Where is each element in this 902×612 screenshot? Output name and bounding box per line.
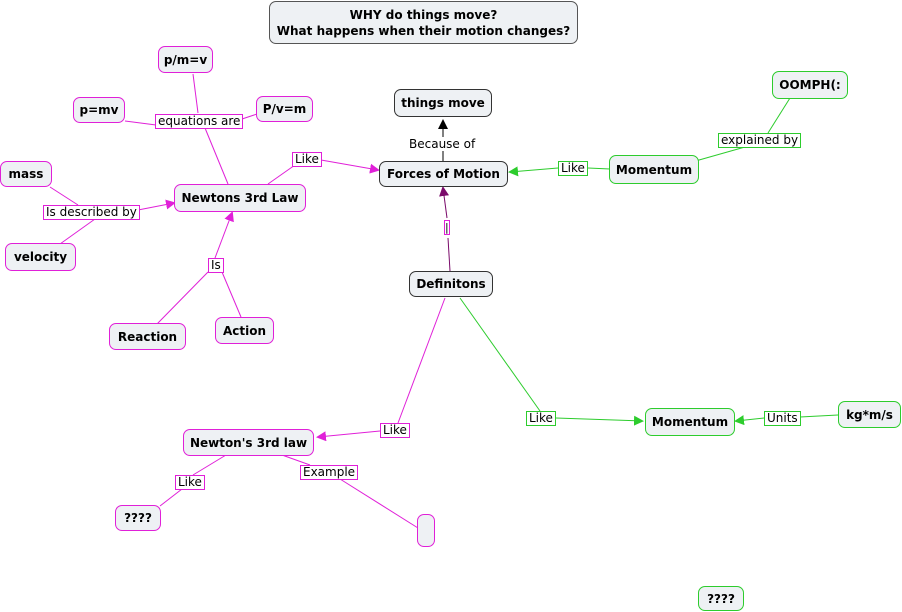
node-P-v-m[interactable]: P/v=m	[256, 96, 313, 122]
focus-question[interactable]: WHY do things move? What happens when th…	[269, 1, 578, 44]
node-qmarks-bottom[interactable]: ????	[698, 586, 744, 611]
connector-explained-momentum	[691, 146, 746, 163]
connector-example-empty	[339, 478, 419, 529]
node-kg-m-s[interactable]: kg*m/s	[838, 401, 901, 428]
node-p-mv[interactable]: p=mv	[73, 97, 125, 123]
link-equations-are[interactable]: equations are	[155, 114, 244, 129]
connector-like-newtonlaw	[316, 430, 381, 442]
connector-kgms-units	[799, 414, 839, 418]
node-momentum-bottom[interactable]: Momentum	[645, 408, 735, 436]
link-like-newton-forces[interactable]: Like	[292, 152, 322, 167]
node-oomph[interactable]: OOMPH(:	[772, 71, 848, 99]
connector-is-newton	[214, 211, 234, 259]
node-empty[interactable]	[417, 514, 435, 547]
node-qmarks-left[interactable]: ????	[115, 505, 161, 531]
focus-question-line1: WHY do things move?	[349, 7, 498, 22]
link-like-momentum-forces[interactable]: Like	[558, 161, 588, 176]
focus-question-line2: What happens when their motion changes?	[276, 23, 571, 38]
node-reaction[interactable]: Reaction	[109, 323, 186, 350]
link-is[interactable]: Is	[208, 258, 224, 273]
link-like-qmarks[interactable]: Like	[175, 475, 205, 490]
link-example[interactable]: Example	[300, 465, 359, 480]
connector-like-forces	[508, 166, 559, 177]
connector-newtonlaw-like	[192, 454, 227, 476]
connector-action-is	[221, 271, 242, 318]
link-units[interactable]: Units	[764, 411, 801, 426]
node-action[interactable]: Action	[215, 317, 274, 344]
node-forces-of-motion[interactable]: Forces of Motion	[379, 161, 508, 187]
connector-equations-newton	[204, 127, 229, 185]
node-newtons-3rd-law-top[interactable]: Newtons 3rd Law	[174, 184, 306, 212]
link-like-definitons-newton[interactable]: Like	[380, 423, 410, 438]
node-newtons-3rd-law-bottom[interactable]: Newton's 3rd law	[183, 429, 314, 456]
connector-like-forces-mag	[320, 159, 380, 174]
connector-reaction-is	[156, 271, 209, 325]
node-mass[interactable]: mass	[0, 161, 52, 187]
connector-pmv-equations	[192, 73, 199, 114]
connector-mass-described	[49, 186, 79, 206]
connector-definitons-like-green	[459, 297, 541, 412]
connector-pipe-forces	[439, 186, 450, 219]
connector-described-newton	[137, 199, 176, 211]
link-pipe[interactable]: |	[444, 220, 450, 235]
connector-definitons-like	[397, 297, 446, 424]
connector-velocity-described	[59, 218, 96, 245]
connector-momentum-like	[587, 167, 611, 170]
link-because-of[interactable]: Because of	[407, 137, 478, 151]
connector-oomph-explained	[767, 97, 791, 134]
node-velocity[interactable]: velocity	[5, 243, 76, 271]
node-things-move[interactable]: things move	[394, 89, 492, 117]
connector-definitons-pipe	[447, 237, 451, 272]
node-p-m-v[interactable]: p/m=v	[158, 46, 213, 73]
link-is-described-by[interactable]: Is described by	[43, 205, 140, 220]
node-definitons[interactable]: Definitons	[409, 271, 493, 297]
connector-pmv2-equations	[124, 120, 157, 126]
link-explained-by[interactable]: explained by	[718, 133, 802, 148]
connector-like-qmarks	[159, 488, 183, 507]
link-like-definitons-momentum[interactable]: Like	[526, 411, 556, 426]
connector-like-momentum-green	[555, 415, 644, 426]
node-momentum-top[interactable]: Momentum	[609, 155, 699, 184]
connector-newtonlaw-example	[281, 454, 311, 466]
connector-newton-like	[267, 164, 296, 185]
connector-units-momentum	[734, 415, 765, 426]
